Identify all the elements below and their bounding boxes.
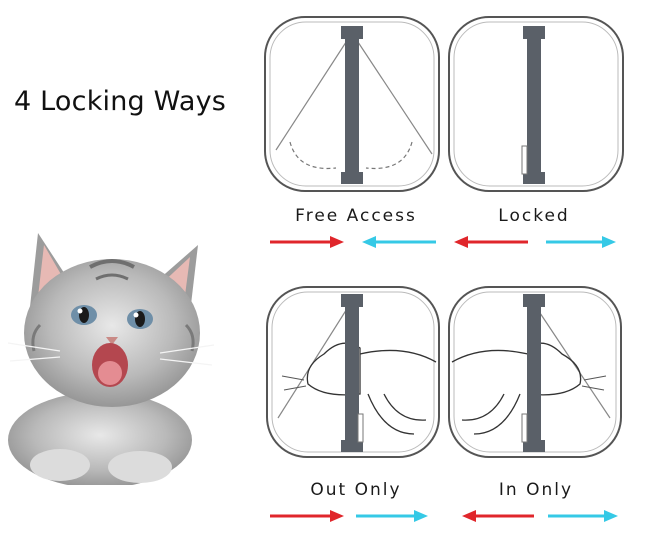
mode-label-out-only: Out Only (310, 480, 402, 500)
flap-panel-locked (448, 16, 624, 192)
out-arrow-icon (462, 510, 534, 522)
out-arrow-icon (270, 236, 344, 248)
headline: 4 Locking Ways (14, 86, 227, 117)
in-arrow-icon (548, 510, 618, 522)
mode-label-free-access: Free Access (295, 206, 417, 226)
kitten-illustration (7, 233, 215, 485)
in-arrow-icon (356, 510, 428, 522)
arrow-row-top (270, 236, 616, 248)
in-arrow-icon (362, 236, 436, 248)
mode-label-in-only: In Only (498, 480, 574, 500)
out-arrow-icon (270, 510, 344, 522)
mode-label-locked: Locked (498, 206, 570, 226)
in-arrow-blocked-icon (546, 236, 616, 248)
flap-panel-free-access (264, 16, 440, 192)
arrow-row-bottom (270, 510, 618, 522)
flap-panel-out-only (266, 286, 440, 458)
flap-panel-in-only (448, 286, 622, 458)
out-arrow-blocked-icon (454, 236, 528, 248)
